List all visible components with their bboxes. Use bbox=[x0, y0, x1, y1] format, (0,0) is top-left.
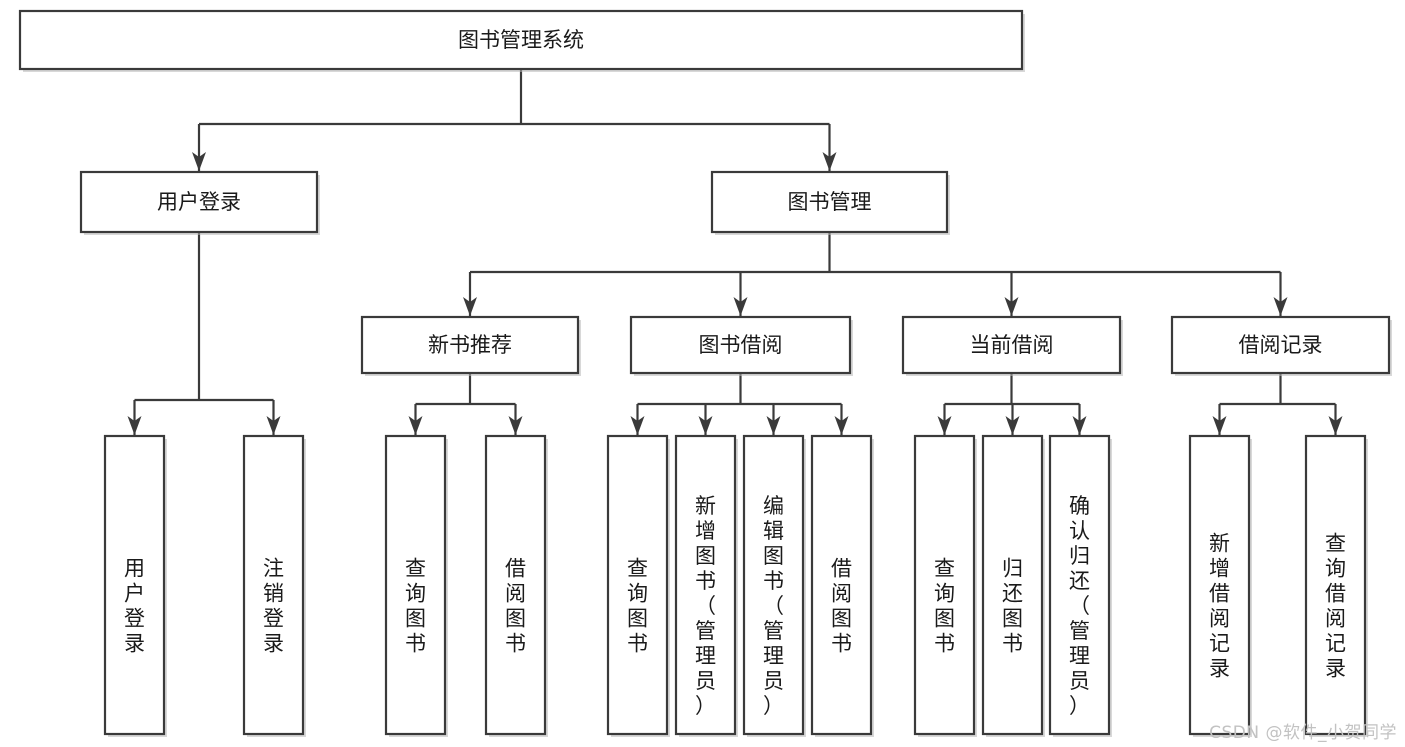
node-label: 借阅记录 bbox=[1239, 333, 1323, 357]
box-outline bbox=[742, 434, 805, 736]
node-label: 用户登录 bbox=[157, 190, 241, 214]
node-新书推荐[interactable]: 新书推荐 bbox=[360, 315, 581, 376]
node-label: 确认归还（管理员） bbox=[1069, 494, 1090, 718]
node-label: 新书推荐 bbox=[428, 333, 512, 357]
node-label: 查询图书 bbox=[627, 557, 648, 656]
node-确认归还管理员-10[interactable]: 确认归还（管理员） bbox=[1048, 434, 1112, 737]
node-借阅图书-3[interactable]: 借阅图书 bbox=[484, 434, 548, 737]
arrow-head-icon bbox=[408, 416, 423, 435]
node-label: 当前借阅 bbox=[970, 333, 1054, 357]
box-outline bbox=[674, 434, 737, 736]
node-label: 编辑图书（管理员） bbox=[763, 494, 784, 718]
node-label: 图书管理 bbox=[788, 190, 872, 214]
node-label: 注销登录 bbox=[263, 557, 284, 656]
arrow-head-icon bbox=[698, 416, 713, 435]
arrow-head-icon bbox=[1072, 416, 1087, 435]
node-label: 查询借阅记录 bbox=[1325, 532, 1346, 681]
arrow-head-icon bbox=[1005, 416, 1020, 435]
arrow-head-icon bbox=[463, 297, 477, 316]
node-label: 新增图书（管理员） bbox=[695, 494, 716, 718]
box-outline bbox=[1170, 315, 1391, 375]
node-label: 图书管理系统 bbox=[458, 28, 584, 52]
arrow-head-icon bbox=[1273, 297, 1288, 316]
node-查询图书-8[interactable]: 查询图书 bbox=[913, 434, 977, 737]
arrow-head-icon bbox=[508, 416, 523, 435]
box-outline bbox=[79, 170, 319, 234]
arrow-head-icon bbox=[1004, 297, 1019, 316]
csdn-watermark: CSDN @软件_小贺同学 bbox=[1209, 723, 1397, 743]
box-outline bbox=[710, 170, 949, 234]
node-注销登录-1[interactable]: 注销登录 bbox=[242, 434, 306, 737]
arrow-head-icon bbox=[630, 416, 645, 435]
node-layer: 图书管理系统用户登录图书管理新书推荐图书借阅当前借阅借阅记录用户登录注销登录查询… bbox=[18, 9, 1392, 737]
node-新增借阅记录-11[interactable]: 新增借阅记录 bbox=[1188, 434, 1252, 737]
node-归还图书-9[interactable]: 归还图书 bbox=[981, 434, 1045, 737]
node-label: 查询图书 bbox=[405, 557, 426, 656]
box-outline bbox=[606, 434, 669, 736]
node-查询图书-2[interactable]: 查询图书 bbox=[384, 434, 448, 737]
node-查询图书-4[interactable]: 查询图书 bbox=[606, 434, 670, 737]
node-借阅图书-7[interactable]: 借阅图书 bbox=[810, 434, 874, 737]
arrow-head-icon bbox=[937, 416, 952, 435]
box-outline bbox=[1304, 434, 1367, 736]
box-outline bbox=[242, 434, 305, 736]
node-查询借阅记录-12[interactable]: 查询借阅记录 bbox=[1304, 434, 1368, 737]
node-图书管理[interactable]: 图书管理 bbox=[710, 170, 950, 235]
arrow-head-icon bbox=[127, 416, 142, 435]
node-用户登录-0[interactable]: 用户登录 bbox=[103, 434, 167, 737]
arrow-head-icon bbox=[733, 297, 748, 316]
node-图书管理系统[interactable]: 图书管理系统 bbox=[18, 9, 1025, 72]
box-outline bbox=[484, 434, 547, 736]
box-outline bbox=[360, 315, 580, 375]
node-label: 归还图书 bbox=[1002, 557, 1023, 656]
node-label: 借阅图书 bbox=[505, 557, 526, 656]
node-当前借阅[interactable]: 当前借阅 bbox=[901, 315, 1123, 376]
arrow-head-icon bbox=[834, 416, 849, 435]
node-借阅记录[interactable]: 借阅记录 bbox=[1170, 315, 1392, 376]
box-outline bbox=[103, 434, 166, 736]
node-label: 新增借阅记录 bbox=[1209, 532, 1230, 681]
box-outline bbox=[913, 434, 976, 736]
box-outline bbox=[1188, 434, 1251, 736]
arrow-head-icon bbox=[266, 416, 281, 435]
node-label: 查询图书 bbox=[934, 557, 955, 656]
arrow-head-icon bbox=[1212, 416, 1227, 435]
box-outline bbox=[901, 315, 1122, 375]
node-label: 用户登录 bbox=[124, 557, 145, 656]
connector-layer bbox=[127, 69, 1343, 435]
box-outline bbox=[1048, 434, 1111, 736]
arrow-head-icon bbox=[822, 152, 837, 171]
box-outline bbox=[629, 315, 852, 375]
box-outline bbox=[810, 434, 873, 736]
box-outline bbox=[981, 434, 1044, 736]
box-outline bbox=[18, 9, 1024, 71]
arrow-head-icon bbox=[766, 416, 781, 435]
node-label: 图书借阅 bbox=[699, 333, 783, 357]
arrow-head-icon bbox=[192, 152, 206, 171]
node-编辑图书管理员-6[interactable]: 编辑图书（管理员） bbox=[742, 434, 806, 737]
node-新增图书管理员-5[interactable]: 新增图书（管理员） bbox=[674, 434, 738, 737]
node-图书借阅[interactable]: 图书借阅 bbox=[629, 315, 853, 376]
arrow-head-icon bbox=[1328, 416, 1343, 435]
node-label: 借阅图书 bbox=[831, 557, 852, 656]
box-outline bbox=[384, 434, 447, 736]
node-用户登录[interactable]: 用户登录 bbox=[79, 170, 320, 235]
